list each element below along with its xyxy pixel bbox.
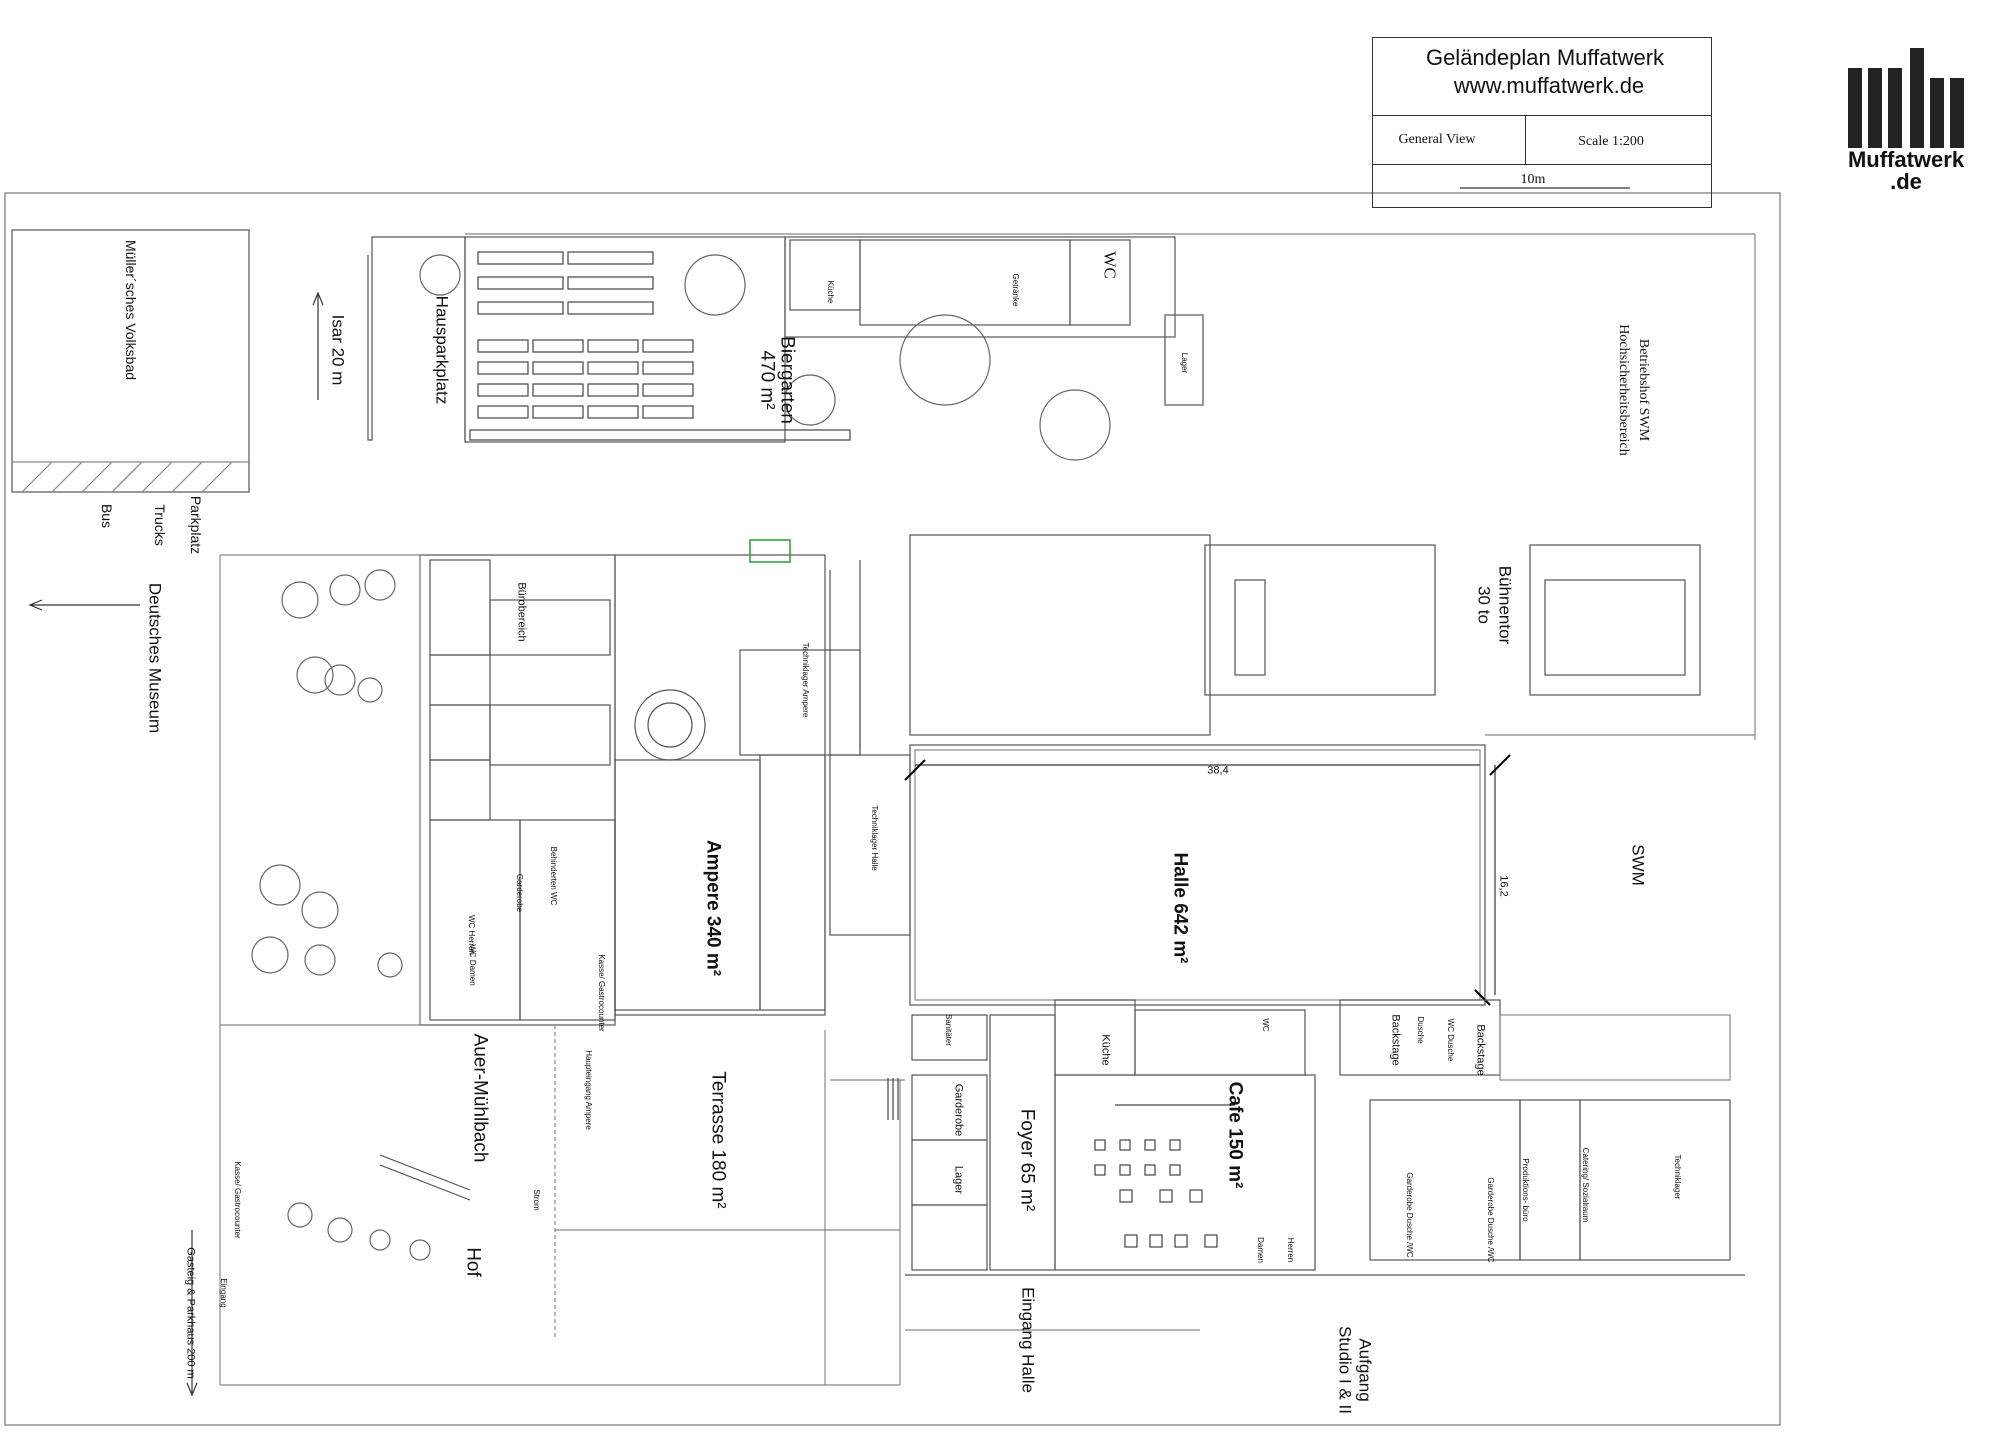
label-wc-top: WC (1100, 251, 1120, 279)
label-hausparkplatz: Hausparkplatz (432, 295, 452, 405)
label-halle: Halle 642 m² (1169, 852, 1191, 964)
biergarten-trees (419, 254, 1111, 461)
logo-text-line2: .de (1890, 169, 1922, 194)
label-swm: SWM (1628, 844, 1648, 886)
garderobe-foyer-room (911, 1074, 988, 1141)
sanitaeter-room (911, 1014, 988, 1061)
round-stair (634, 689, 706, 761)
label-wc-dusche: WC Dusche (1446, 1018, 1455, 1062)
label-cafe: Cafe 150 m² (1224, 1081, 1246, 1189)
label-garderobe-small: Garderobe (515, 873, 524, 913)
north-building (784, 236, 1176, 338)
west-garden-enclosure (219, 554, 421, 1026)
label-buehnentor-load: 30 to (1474, 586, 1494, 624)
label-techniklager: Techniklager (1673, 1154, 1682, 1200)
label-eingang: Eingang (219, 1278, 228, 1308)
label-aufgang: Aufgang (1355, 1338, 1375, 1402)
label-gasteig: Gasteig & Parkhaus 200 m (184, 1247, 197, 1379)
label-dim-depth: 16,2 (1497, 875, 1510, 897)
label-damen-cafe: Damen (1256, 1237, 1265, 1263)
title-block: Geländeplan Muffatwerk www.muffatwerk.de… (1372, 37, 1712, 208)
techniklager-room (1579, 1099, 1731, 1261)
label-wc-cafe: WC (1261, 1018, 1270, 1032)
volksbad-hatch (12, 461, 249, 493)
label-garderobe-dusche1: Garderobe Dusche /WC (1405, 1172, 1414, 1258)
label-technikl-halle: Techniklager Halle (870, 805, 879, 871)
muffatwerk-logo: Muffatwerk .de (1838, 48, 1974, 198)
title-row: Geländeplan Muffatwerk www.muffatwerk.de (1373, 38, 1711, 116)
label-getraenke: Getränke (1011, 273, 1020, 307)
label-produktionsbuero: Produktions- büro (1521, 1158, 1530, 1222)
label-garderobe-foyer: Garderobe (952, 1083, 965, 1137)
label-betriebshof: Betriebshof SWM (1636, 338, 1651, 442)
buehnentor-dock (1204, 544, 1436, 696)
volksbad-building (11, 229, 250, 493)
west-garden-trees (251, 569, 431, 1261)
label-terrasse: Terrasse 180 m² (707, 1071, 729, 1209)
door-marker (749, 539, 791, 563)
label-studio: Studio I & II (1335, 1326, 1355, 1414)
label-lager-foyer: Lager (952, 1165, 965, 1195)
label-wc-damen: WC Damen (468, 944, 477, 986)
logo-text-line1: Muffatwerk (1847, 147, 1965, 172)
label-behinderten-wc: Behinderten WC (549, 846, 558, 906)
biergarten-benches (469, 251, 851, 441)
label-dim-width: 38,4 (1207, 764, 1229, 777)
label-haupteingang-ampere: Haupteingang Ampere (584, 1050, 593, 1130)
label-kueche-cafe: Küche (1099, 1034, 1112, 1066)
label-kueche-top: Küche (826, 280, 835, 304)
kueche-room (789, 239, 861, 311)
plan-title: Geländeplan Muffatwerk (1425, 45, 1665, 70)
label-catering: Catering/ Sozialraum (1581, 1147, 1590, 1223)
label-bus: Bus (99, 503, 115, 529)
getraenke-room (859, 239, 1071, 326)
label-trucks: Trucks (152, 504, 168, 546)
logo-mark-icon (1848, 48, 1964, 148)
halle (909, 744, 1486, 1006)
wc-room (1069, 239, 1131, 326)
label-deutsches-museum: Deutsches Museum (145, 582, 165, 734)
info-row: General View Scale 1:200 (1373, 116, 1711, 165)
label-strom: Strom (532, 1189, 541, 1211)
cafe-tables (1094, 1104, 1235, 1248)
plan-url: www.muffatwerk.de (1453, 73, 1645, 98)
label-buehnentor: Bühnentor (1495, 565, 1515, 645)
label-eingang-halle: Eingang Halle (1018, 1287, 1038, 1393)
lager-room (1164, 314, 1204, 406)
label-backstage1: Backstage (1389, 1014, 1402, 1066)
label-parkplatz: Parkplatz (188, 495, 204, 555)
label-lager-top: Lager (1180, 352, 1189, 374)
label-dusche: Dusche (1416, 1016, 1425, 1044)
scale-label: Scale 1:200 (1578, 134, 1644, 149)
label-biergarten-area: 470 m² (756, 350, 778, 410)
scalebar-label: 10m (1520, 172, 1546, 187)
label-herren-cafe: Herren (1286, 1237, 1295, 1263)
lager-foyer-room (911, 1139, 988, 1206)
label-hof: Hof (462, 1247, 484, 1277)
label-auer-muehlbach: Auer-Mühlbach (469, 1033, 491, 1163)
biergarten-area (464, 236, 786, 443)
dressing-block (1369, 1099, 1521, 1261)
site-boundary (4, 192, 1781, 1426)
label-ampere: Ampere 340 m² (702, 839, 724, 977)
label-garderobe-dusche2: Garderobe Dusche /WC (1486, 1177, 1495, 1263)
cafe-room (1054, 1074, 1316, 1271)
stairs-foyer (887, 1078, 899, 1120)
label-volksbad: Müller´sches Volksbad (123, 239, 139, 381)
label-foyer: Foyer 65 m² (1016, 1108, 1038, 1212)
label-kasse-gastro: Kasse/ Gastrocounter (233, 1161, 242, 1239)
label-backstage2: Backstage (1474, 1024, 1487, 1076)
label-biergarten: Biergarten (776, 336, 798, 424)
label-kasse-garderobe: Kasse/ Gastrocounter (597, 954, 606, 1032)
label-hochsicherheit: Hochsicherheitsbereich (1616, 324, 1631, 456)
label-isar: Isar 20 m (328, 314, 348, 386)
label-technikl-ampere: Techniklager Ampere (801, 642, 810, 718)
view-label: General View (1398, 132, 1476, 147)
label-sanitaeter: Sanitäter (944, 1013, 953, 1047)
label-buerobereich: Bürobereich (515, 582, 528, 642)
kueche-cafe-room (1054, 999, 1136, 1076)
